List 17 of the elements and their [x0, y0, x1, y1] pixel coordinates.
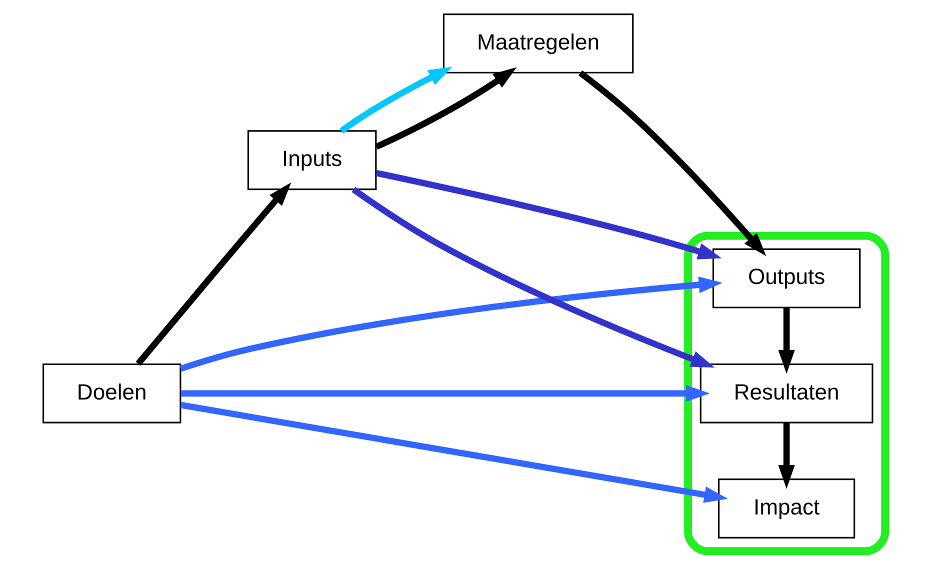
- node-box: Inputs: [246, 130, 376, 190]
- arrow: [180, 385, 710, 402]
- node-box: Impact: [717, 478, 855, 538]
- arrow: [339, 66, 452, 134]
- arrow: [180, 402, 728, 503]
- arrow: [351, 186, 714, 368]
- arrow: [135, 182, 291, 366]
- arrow: [578, 70, 766, 256]
- node-box: Maatregelen: [442, 14, 634, 74]
- arrow: [179, 276, 722, 372]
- node-box: Resultaten: [699, 363, 873, 424]
- arrow: [375, 170, 722, 260]
- arrow: [778, 308, 794, 374]
- arrow: [778, 422, 794, 489]
- node-box: Outputs: [712, 248, 860, 308]
- node-box: Doelen: [42, 363, 181, 424]
- arrow: [374, 67, 516, 150]
